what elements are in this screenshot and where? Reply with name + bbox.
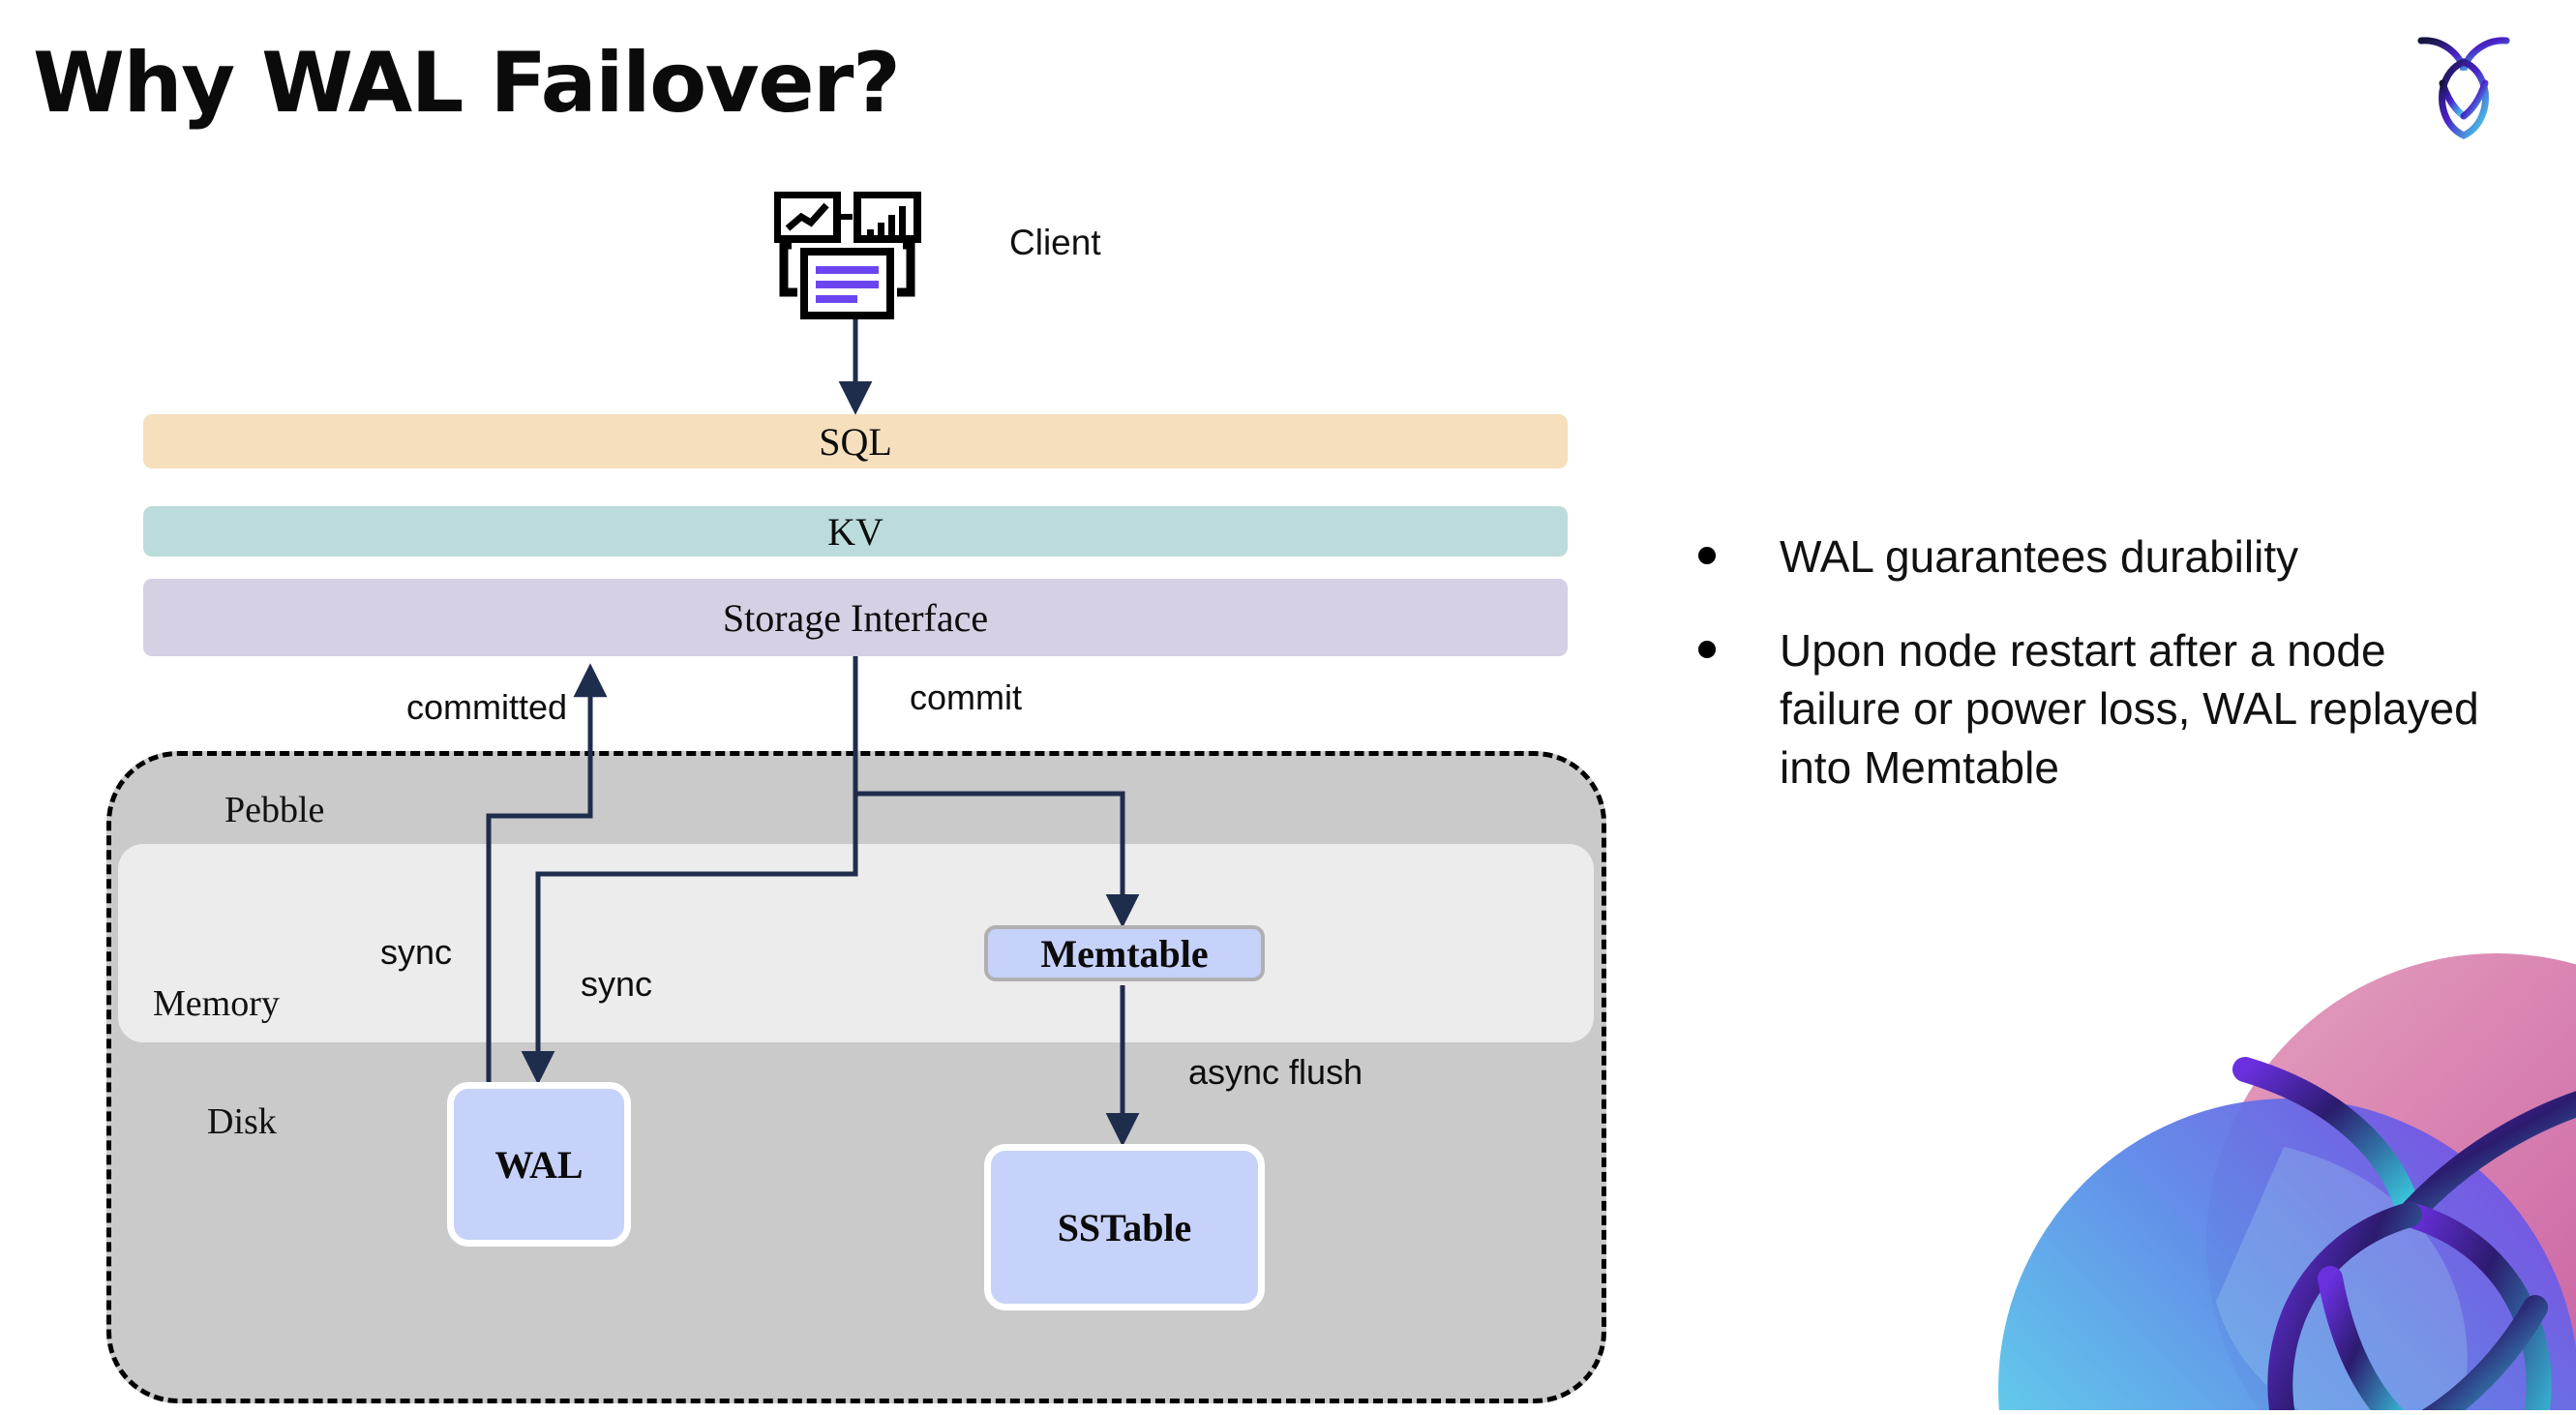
layer-bar-sql: SQL xyxy=(143,414,1568,468)
cockroachdb-decorative-logo-icon xyxy=(1955,924,2576,1415)
layer-bar-sql-label: SQL xyxy=(819,419,892,464)
node-wal-label: WAL xyxy=(494,1142,584,1187)
memory-region xyxy=(118,844,1594,1042)
list-item: WAL guarantees durability xyxy=(1698,527,2501,587)
layer-bar-kv-label: KV xyxy=(827,509,884,554)
node-sstable-label: SSTable xyxy=(1057,1205,1192,1249)
edge-label-commit: commit xyxy=(910,677,1022,717)
memory-label: Memory xyxy=(153,983,280,1024)
cockroachdb-logo-icon xyxy=(2410,27,2518,139)
pebble-label: Pebble xyxy=(225,790,325,830)
client-label: Client xyxy=(1009,223,1101,262)
bullet-dot-icon xyxy=(1698,547,1716,564)
layer-bar-storage-interface-label: Storage Interface xyxy=(722,595,989,640)
layer-bar-kv: KV xyxy=(143,506,1568,557)
page-title: Why WAL Failover? xyxy=(33,35,901,132)
disk-label: Disk xyxy=(207,1101,277,1142)
bullet-dot-icon xyxy=(1698,640,1716,658)
edge-label-async-flush: async flush xyxy=(1188,1052,1363,1092)
layer-bar-storage-interface: Storage Interface xyxy=(143,579,1568,656)
node-wal: WAL xyxy=(447,1082,631,1247)
bullet-text: Upon node restart after a node failure o… xyxy=(1780,624,2479,794)
client-dashboard-icon xyxy=(773,191,929,327)
node-memtable-label: Memtable xyxy=(1040,931,1209,976)
node-sstable: SSTable xyxy=(984,1144,1265,1310)
list-item: Upon node restart after a node failure o… xyxy=(1698,621,2501,798)
node-memtable: Memtable xyxy=(984,925,1265,981)
edge-label-committed: committed xyxy=(406,687,568,727)
edge-label-sync-right: sync xyxy=(581,964,653,1004)
bullet-list: WAL guarantees durability Upon node rest… xyxy=(1698,527,2501,832)
bullet-text: WAL guarantees durability xyxy=(1780,531,2299,582)
edge-label-sync-left: sync xyxy=(380,932,453,972)
